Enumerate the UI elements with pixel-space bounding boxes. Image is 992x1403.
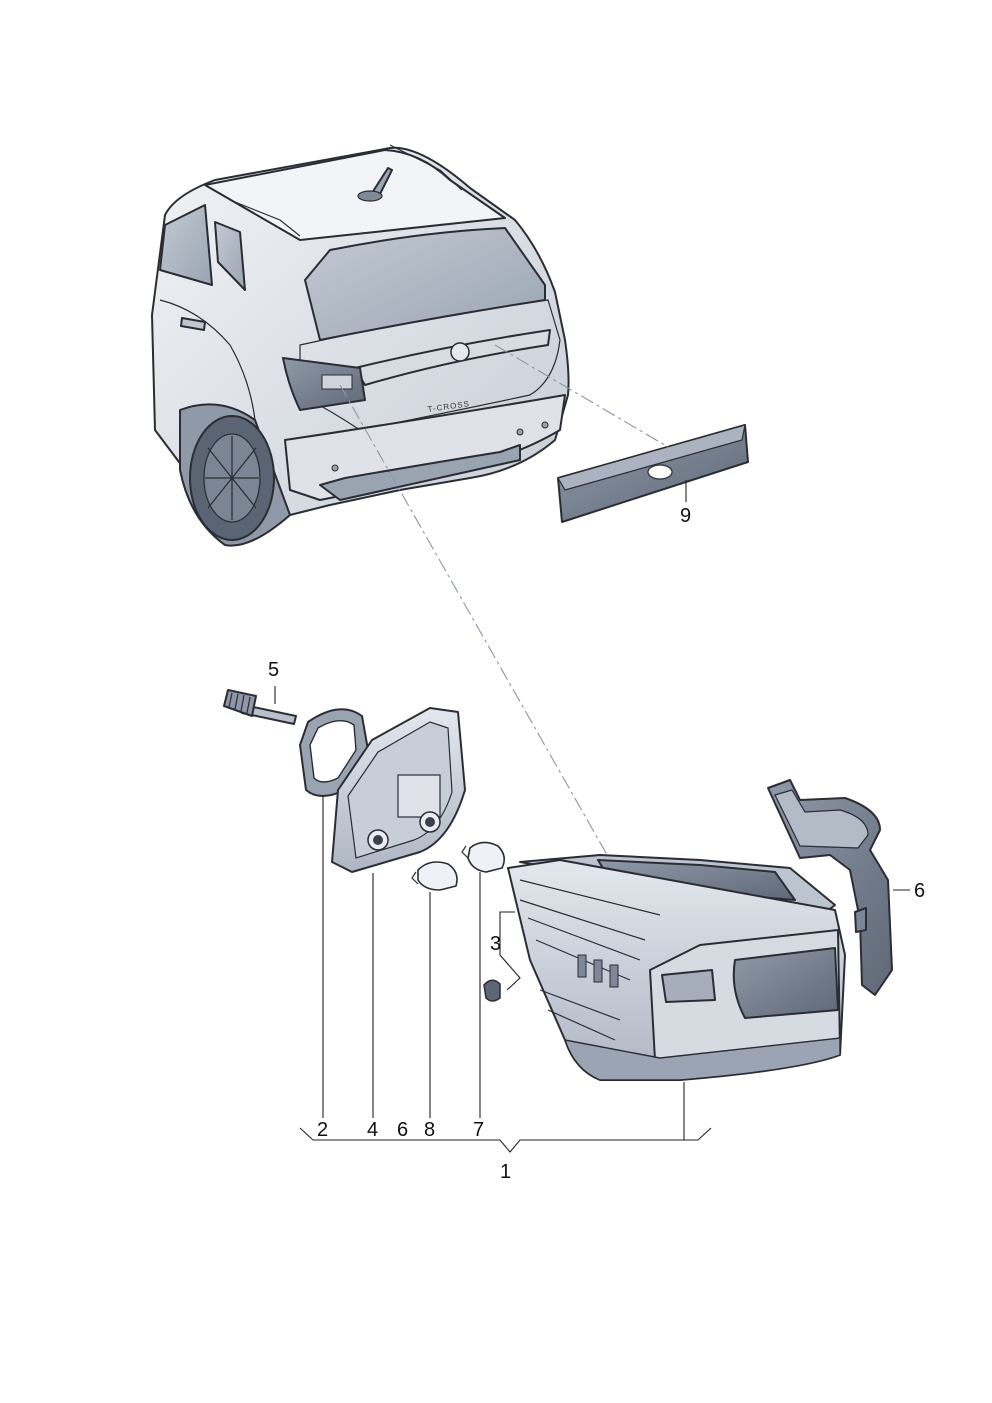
callout-3: 3 [490,933,501,955]
tailgate [299,299,561,431]
antenna-base [357,190,383,202]
callout-9: 9 [680,505,691,527]
cover-strip-top [557,424,746,491]
door-line [159,299,256,421]
callout-2: 2 [317,1119,328,1141]
part-9-cover-strip: 9 [557,424,749,527]
bracket-6-clip [854,907,867,933]
lamp-reflector-small [661,969,716,1003]
side-window-rear [214,221,246,291]
callout-5: 5 [268,659,279,681]
bumper-diffuser [319,444,521,501]
car-roof [204,149,506,241]
gasket-inner [309,720,357,783]
callout-7: 7 [473,1119,484,1141]
part-6-bracket: 6 [767,779,925,996]
leader-3-bracket [499,911,521,991]
reference-line-strip [494,344,669,448]
nut [483,979,501,1002]
reference-line-lamp [339,384,611,861]
side-window-front [159,204,213,286]
part-4-bulb-holder: 4 [331,707,466,1141]
bulb-holder-block [397,774,441,818]
wheel-spokes [205,436,259,520]
lamp-slot [577,954,587,978]
part-3-nut: 3 [483,911,521,1002]
callout-4: 4 [367,1119,378,1141]
car-tail-lamp-inner [321,374,353,390]
part-7-bulb: 7 [461,841,506,1141]
bulb-7 [467,841,506,873]
parking-sensor [516,428,524,436]
parking-sensor [331,464,339,472]
callout-6-bottom: 6 [397,1119,408,1141]
lamp-slot [593,959,603,983]
door-handle [180,317,206,331]
part-1-tail-lamp: 1 6 [299,854,846,1183]
vehicle-rear-illustration: T-CROSS [151,144,570,547]
part-5-screw: 5 [223,659,297,725]
bracket-6-face [774,789,869,849]
lamp-slot [609,964,619,988]
vw-emblem [450,342,470,362]
parking-sensor [541,421,549,429]
lamp-lower-band [563,1037,841,1081]
roof-rail-left [229,199,301,237]
bulb-8 [417,861,458,891]
screw-thread [223,689,257,717]
bracket-1 [299,1127,712,1153]
cover-strip-hole [647,464,673,480]
callout-1: 1 [500,1161,511,1183]
callout-6-top: 6 [914,880,925,902]
callout-8: 8 [424,1119,435,1141]
part-8-bulb: 8 [411,861,458,1141]
lamp-reflector-large [732,947,839,1019]
roof-rail-right [389,144,463,191]
